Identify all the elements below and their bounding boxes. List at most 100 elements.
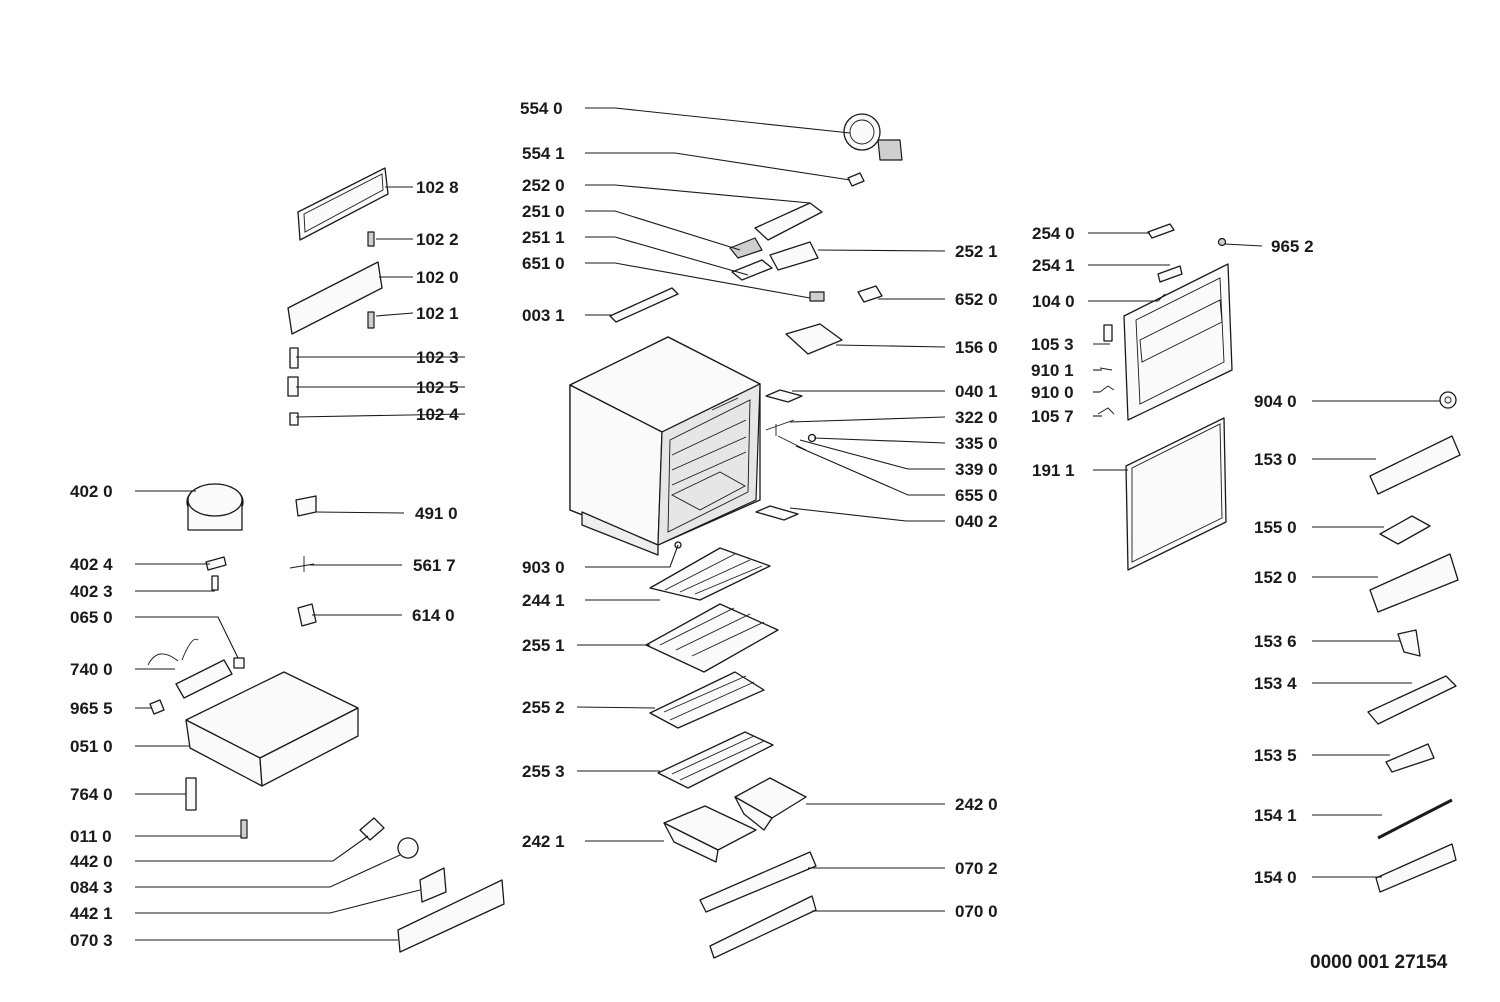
part-label-4023: 402 3: [70, 582, 113, 601]
panel-2521-drawing: [769, 241, 819, 271]
part-label-0401: 040 1: [955, 382, 998, 401]
part-label-0031: 003 1: [522, 306, 565, 325]
leader-lines: [135, 107, 1440, 941]
part-label-1020: 102 0: [416, 268, 459, 287]
part-2541-drawing: [1157, 265, 1183, 283]
part-label-1024: 102 4: [416, 405, 459, 424]
part-label-0110: 011 0: [70, 827, 112, 846]
part-4910-drawing: [295, 495, 317, 517]
door-1040-drawing: [1123, 263, 1233, 421]
part-label-1520: 152 0: [1254, 568, 1297, 587]
condenser-7400-drawing: [147, 638, 233, 699]
clip-5541-drawing: [847, 172, 865, 187]
part-9101-drawing: [1099, 367, 1113, 371]
rod-6550-drawing: [777, 435, 807, 451]
part-label-1550: 155 0: [1254, 518, 1297, 537]
part-4024-drawing: [205, 556, 227, 571]
part-1057-drawing: [1097, 407, 1115, 415]
shelf-2551-drawing: [645, 603, 779, 673]
part-label-1536: 153 6: [1254, 632, 1297, 651]
part-label-1540: 154 0: [1254, 868, 1297, 887]
part-1053-drawing: [1103, 324, 1113, 342]
thermostat-housing-drawing: [754, 202, 823, 241]
part-label-5540: 554 0: [520, 99, 563, 118]
part-label-0843: 084 3: [70, 878, 113, 897]
rail-1534-drawing: [1367, 675, 1457, 725]
part-2540-drawing: [1147, 223, 1175, 239]
part-label-2552: 255 2: [522, 698, 565, 717]
part-label-1911: 191 1: [1032, 461, 1075, 480]
part-label-1057: 105 7: [1031, 407, 1074, 426]
part-label-1021: 102 1: [416, 304, 459, 323]
base-0510-drawing: [185, 671, 359, 787]
part-label-9655: 965 5: [70, 699, 113, 718]
part-4420-drawing: [359, 817, 385, 841]
part-label-1560: 156 0: [955, 338, 998, 357]
part-5617-drawing: [289, 556, 315, 572]
lamp-6510-drawing: [809, 291, 825, 302]
part-label-2421: 242 1: [522, 832, 565, 851]
part-labels: 554 0 554 1 252 0 251 0 251 1 651 0 003 …: [70, 99, 1314, 950]
fan-ring-drawing: [843, 113, 903, 161]
part-9040-drawing: [1439, 391, 1457, 409]
part-0110-drawing: [240, 819, 248, 839]
compressor-drawing: [186, 483, 244, 531]
part-label-2420: 242 0: [955, 795, 998, 814]
part-0843-drawing: [397, 837, 419, 859]
part-1024-drawing: [289, 412, 299, 426]
bracket-4421-drawing: [419, 867, 447, 903]
gasket-1028-drawing: [297, 167, 389, 241]
part-label-4420: 442 0: [70, 852, 113, 871]
part-label-2541: 254 1: [1032, 256, 1075, 275]
part-1022-drawing: [367, 231, 375, 247]
part-label-2510: 251 0: [522, 202, 565, 221]
strip-0700-drawing: [709, 895, 817, 959]
part-label-4910: 491 0: [415, 504, 458, 523]
part-label-7640: 764 0: [70, 785, 113, 804]
part-label-2511: 251 1: [522, 228, 565, 247]
part-9100-drawing: [1099, 385, 1115, 393]
hinge-0401-drawing: [765, 389, 803, 403]
part-label-7400: 740 0: [70, 660, 113, 679]
part-label-9040: 904 0: [1254, 392, 1297, 411]
part-label-4020: 402 0: [70, 482, 113, 501]
part-label-3390: 339 0: [955, 460, 998, 479]
document-number: 0000 001 27154: [1310, 952, 1448, 973]
part-label-1040: 104 0: [1032, 292, 1075, 311]
door-1020-drawing: [287, 261, 383, 335]
part-3220-drawing: [765, 419, 795, 436]
strip-0703-drawing: [397, 879, 505, 953]
knob-2510-drawing: [729, 237, 763, 259]
cabinet-drawing: [569, 336, 761, 556]
bin-1530-drawing: [1369, 435, 1461, 495]
shelf-2552-drawing: [649, 671, 765, 729]
part-label-1534: 153 4: [1254, 674, 1297, 693]
part-label-2520: 252 0: [522, 176, 565, 195]
part-label-1541: 154 1: [1254, 806, 1297, 825]
rod-1541-drawing: [1377, 798, 1453, 840]
part-label-1025: 102 5: [416, 378, 459, 397]
part-label-3220: 322 0: [955, 408, 998, 427]
part-label-5541: 554 1: [522, 144, 565, 163]
part-1536-drawing: [1397, 629, 1421, 657]
part-1023-drawing: [289, 347, 299, 369]
part-label-2551: 255 1: [522, 636, 565, 655]
ice-tray-drawing: [785, 323, 843, 355]
part-label-1053: 105 3: [1031, 335, 1074, 354]
shelf-2553-drawing: [657, 731, 774, 789]
part-label-0650: 065 0: [70, 608, 113, 627]
part-label-0510: 051 0: [70, 737, 113, 756]
part-label-4024: 402 4: [70, 555, 113, 574]
part-label-0402: 040 2: [955, 512, 998, 531]
part-label-9100: 910 0: [1031, 383, 1074, 402]
part-label-9030: 903 0: [522, 558, 565, 577]
part-label-1023: 102 3: [416, 348, 459, 367]
part-label-6550: 655 0: [955, 486, 998, 505]
part-label-0702: 070 2: [955, 859, 998, 878]
relay-6140-drawing: [297, 603, 317, 627]
part-label-0703: 070 3: [70, 931, 113, 950]
part-label-4421: 442 1: [70, 904, 113, 923]
part-1021-drawing: [367, 311, 375, 329]
part-label-6510: 651 0: [522, 254, 565, 273]
bin-1535-drawing: [1385, 743, 1435, 773]
